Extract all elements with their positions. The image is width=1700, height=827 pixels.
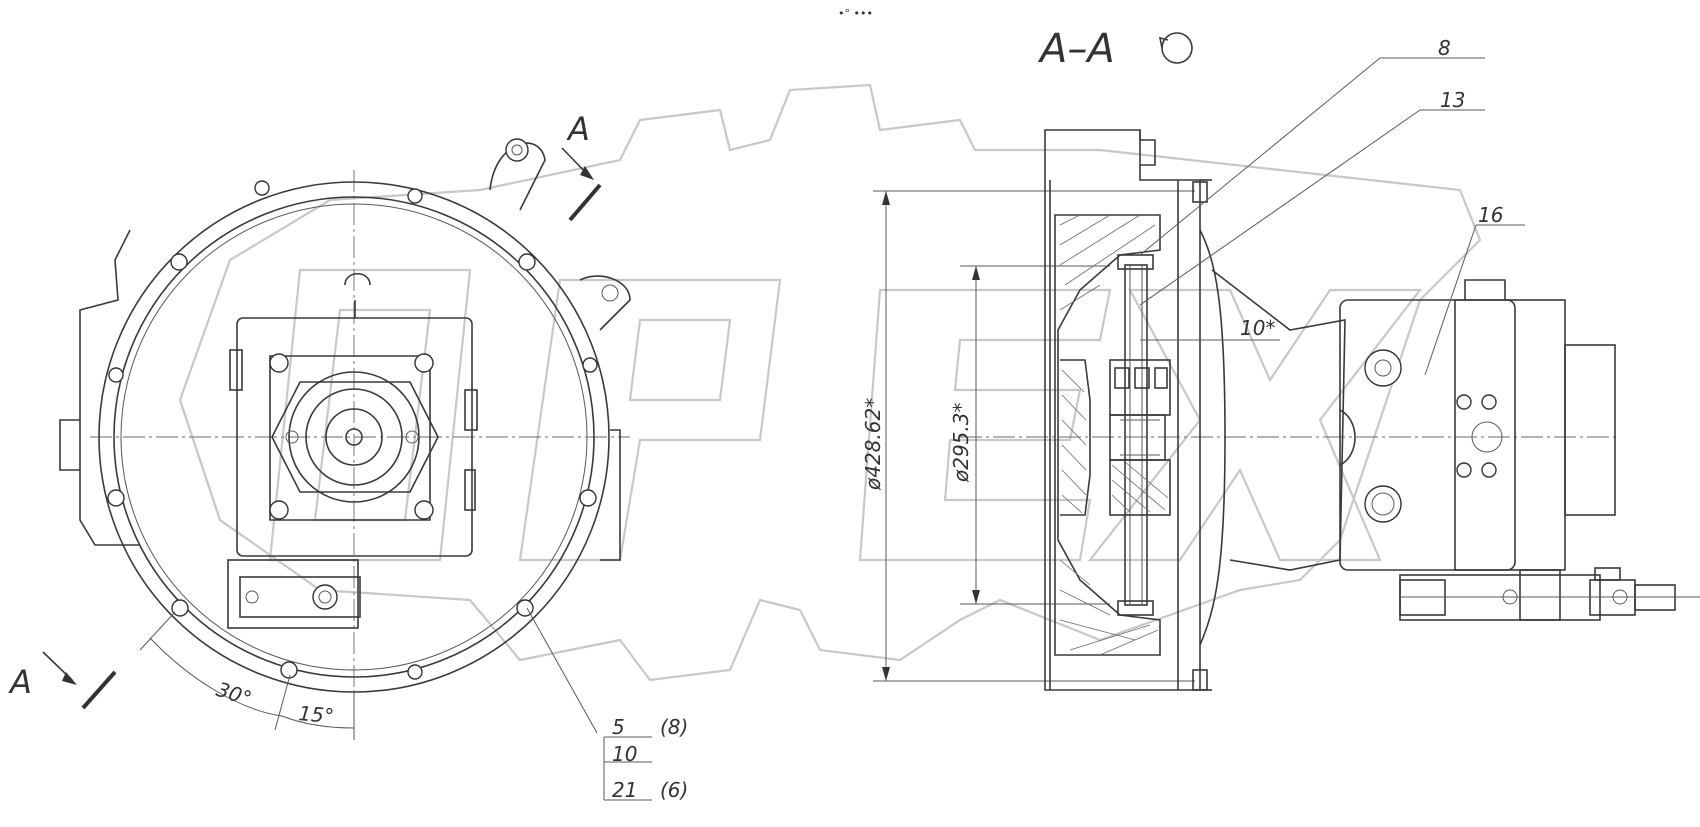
section-mark-bottom: A xyxy=(8,651,117,710)
header-dots: •° ••• xyxy=(838,7,873,20)
pump-housing xyxy=(1339,299,1516,571)
watermark-letter-p xyxy=(518,278,782,562)
angle-dimensions: 30° 15° xyxy=(139,611,355,740)
housing-section xyxy=(1044,129,1201,691)
dimension-gap: 10* xyxy=(1140,316,1280,341)
pump-port-outer xyxy=(288,371,420,503)
svg-text:8: 8 xyxy=(1438,36,1451,60)
front-view xyxy=(59,138,631,740)
pump-section xyxy=(1339,279,1700,621)
svg-text:16: 16 xyxy=(1478,203,1503,227)
dimension-inner-diameter: ø295.3* xyxy=(949,403,973,484)
section-title: A–A xyxy=(1037,26,1193,72)
svg-text:13: 13 xyxy=(1440,88,1465,112)
angle-15-label: 15° xyxy=(298,701,335,728)
housing-bolts xyxy=(107,180,598,680)
section-view: ø428.62* ø295.3* xyxy=(861,129,1700,691)
parts-qty-5: (8) xyxy=(660,715,688,739)
parts-item-21: 21 xyxy=(612,778,637,802)
parts-item-5: 5 xyxy=(612,715,625,739)
flywheel-section xyxy=(1054,214,1161,656)
svg-text:A: A xyxy=(8,663,32,701)
callout-16: 16 xyxy=(1424,203,1525,376)
section-title-text: A–A xyxy=(1037,26,1115,72)
housing-inner-ring xyxy=(113,196,595,678)
parts-qty-21: (6) xyxy=(660,778,688,802)
svg-text:A: A xyxy=(566,110,590,148)
clutch-disc xyxy=(1109,254,1171,616)
callout-13: 13 xyxy=(1139,88,1485,306)
watermark xyxy=(178,83,1482,682)
watermark-letter-x xyxy=(1087,288,1423,562)
watermark-letter-e xyxy=(858,288,1112,562)
section-mark-top: A xyxy=(561,110,602,222)
dimension-outer-diameter: ø428.62* xyxy=(861,398,885,491)
callout-8: 8 xyxy=(1139,36,1485,256)
parts-item-10: 10 xyxy=(612,742,637,766)
svg-text:10*: 10* xyxy=(1240,316,1275,340)
watermark-gear-outline xyxy=(178,83,1482,682)
angle-30-label: 30° xyxy=(213,677,254,711)
parts-table: 5 (8) 10 21 (6) xyxy=(603,715,688,802)
rotation-icon xyxy=(1158,32,1193,64)
